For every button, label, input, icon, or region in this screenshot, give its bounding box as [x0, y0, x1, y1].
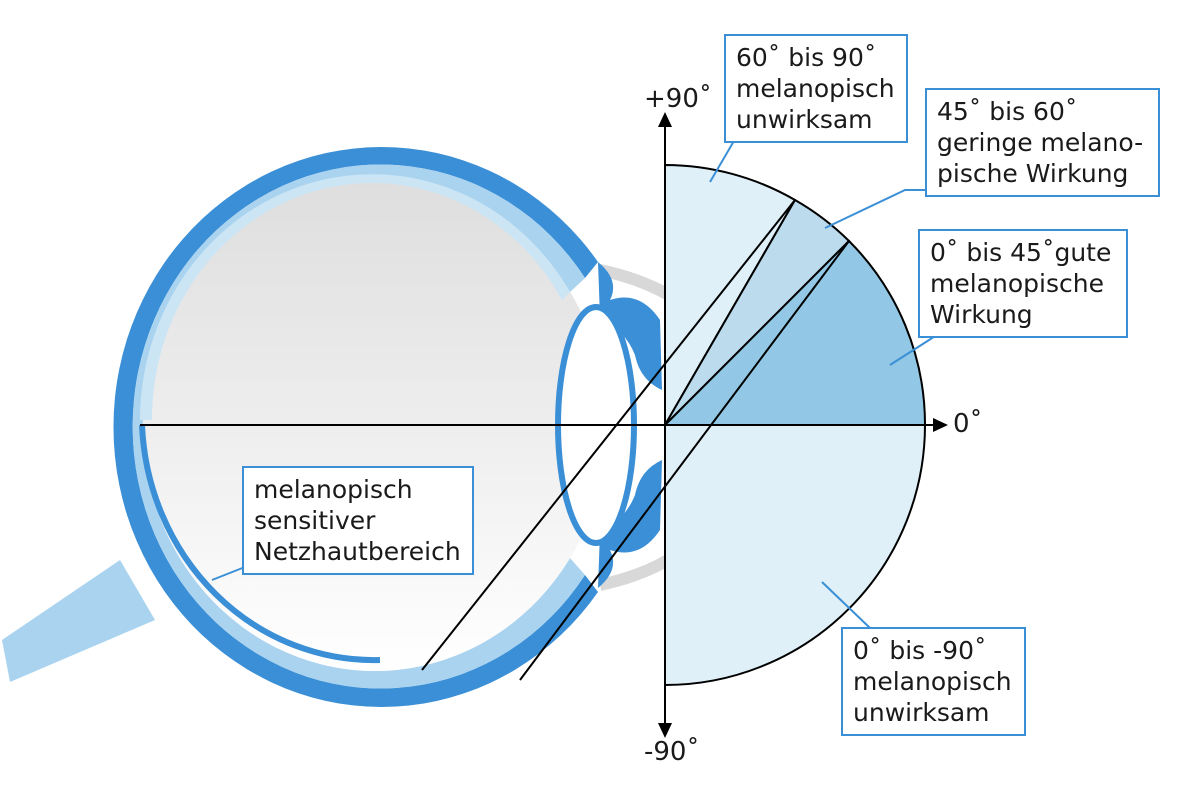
callout-0-45: 0˚ bis 45˚gute melanopische Wirkung [918, 229, 1128, 338]
callout-line: melanopisch [254, 475, 413, 504]
callout-line: Netzhautbereich [254, 537, 461, 566]
ray-45 [519, 240, 850, 681]
optic-nerve [2, 560, 155, 682]
callout-line: geringe melano- [937, 128, 1144, 157]
sensitive-retina-arc [139, 424, 381, 664]
sector-0-45 [662, 239, 927, 426]
sector-60-90 [664, 163, 797, 429]
callout-line: melanopisch [853, 667, 1012, 696]
axis-label-right: 0˚ [953, 409, 983, 439]
callout-line: 60˚ bis 90˚ [736, 43, 877, 72]
callout-line: Wirkung [930, 300, 1033, 329]
callout-retina: melanopisch sensitiver Netzhautbereich [242, 466, 474, 575]
callout-line: sensitiver [254, 506, 376, 535]
callout-line: 0˚ bis 45˚gute [930, 238, 1112, 267]
callout-0-minus90: 0˚ bis -90˚ melanopisch unwirksam [841, 627, 1026, 736]
callout-line: melanopische [930, 269, 1104, 298]
leader-0-minus90 [821, 581, 871, 629]
horizontal-axis-arrow [933, 418, 948, 432]
callout-line: pische Wirkung [937, 159, 1129, 188]
axis-label-top: +90˚ [644, 84, 712, 114]
iris-bottom [598, 460, 662, 588]
callout-60-90: 60˚ bis 90˚ melanopisch unwirksam [724, 34, 908, 143]
ray-60 [421, 199, 796, 671]
vertical-axis-arrow-up [658, 112, 672, 127]
callout-line: 45˚ bis 60˚ [937, 97, 1078, 126]
leader-45-60 [824, 189, 925, 229]
callout-45-60: 45˚ bis 60˚ geringe melano- pische Wirku… [925, 88, 1160, 197]
iris-top [598, 262, 662, 390]
axis-label-bottom: -90˚ [644, 737, 700, 767]
callout-line: unwirksam [853, 698, 990, 727]
vertical-axis-arrow-down [658, 723, 672, 738]
leader-0-45 [889, 332, 941, 366]
callout-line: 0˚ bis -90˚ [853, 636, 987, 665]
callout-line: unwirksam [736, 105, 873, 134]
callout-line: melanopisch [736, 74, 895, 103]
